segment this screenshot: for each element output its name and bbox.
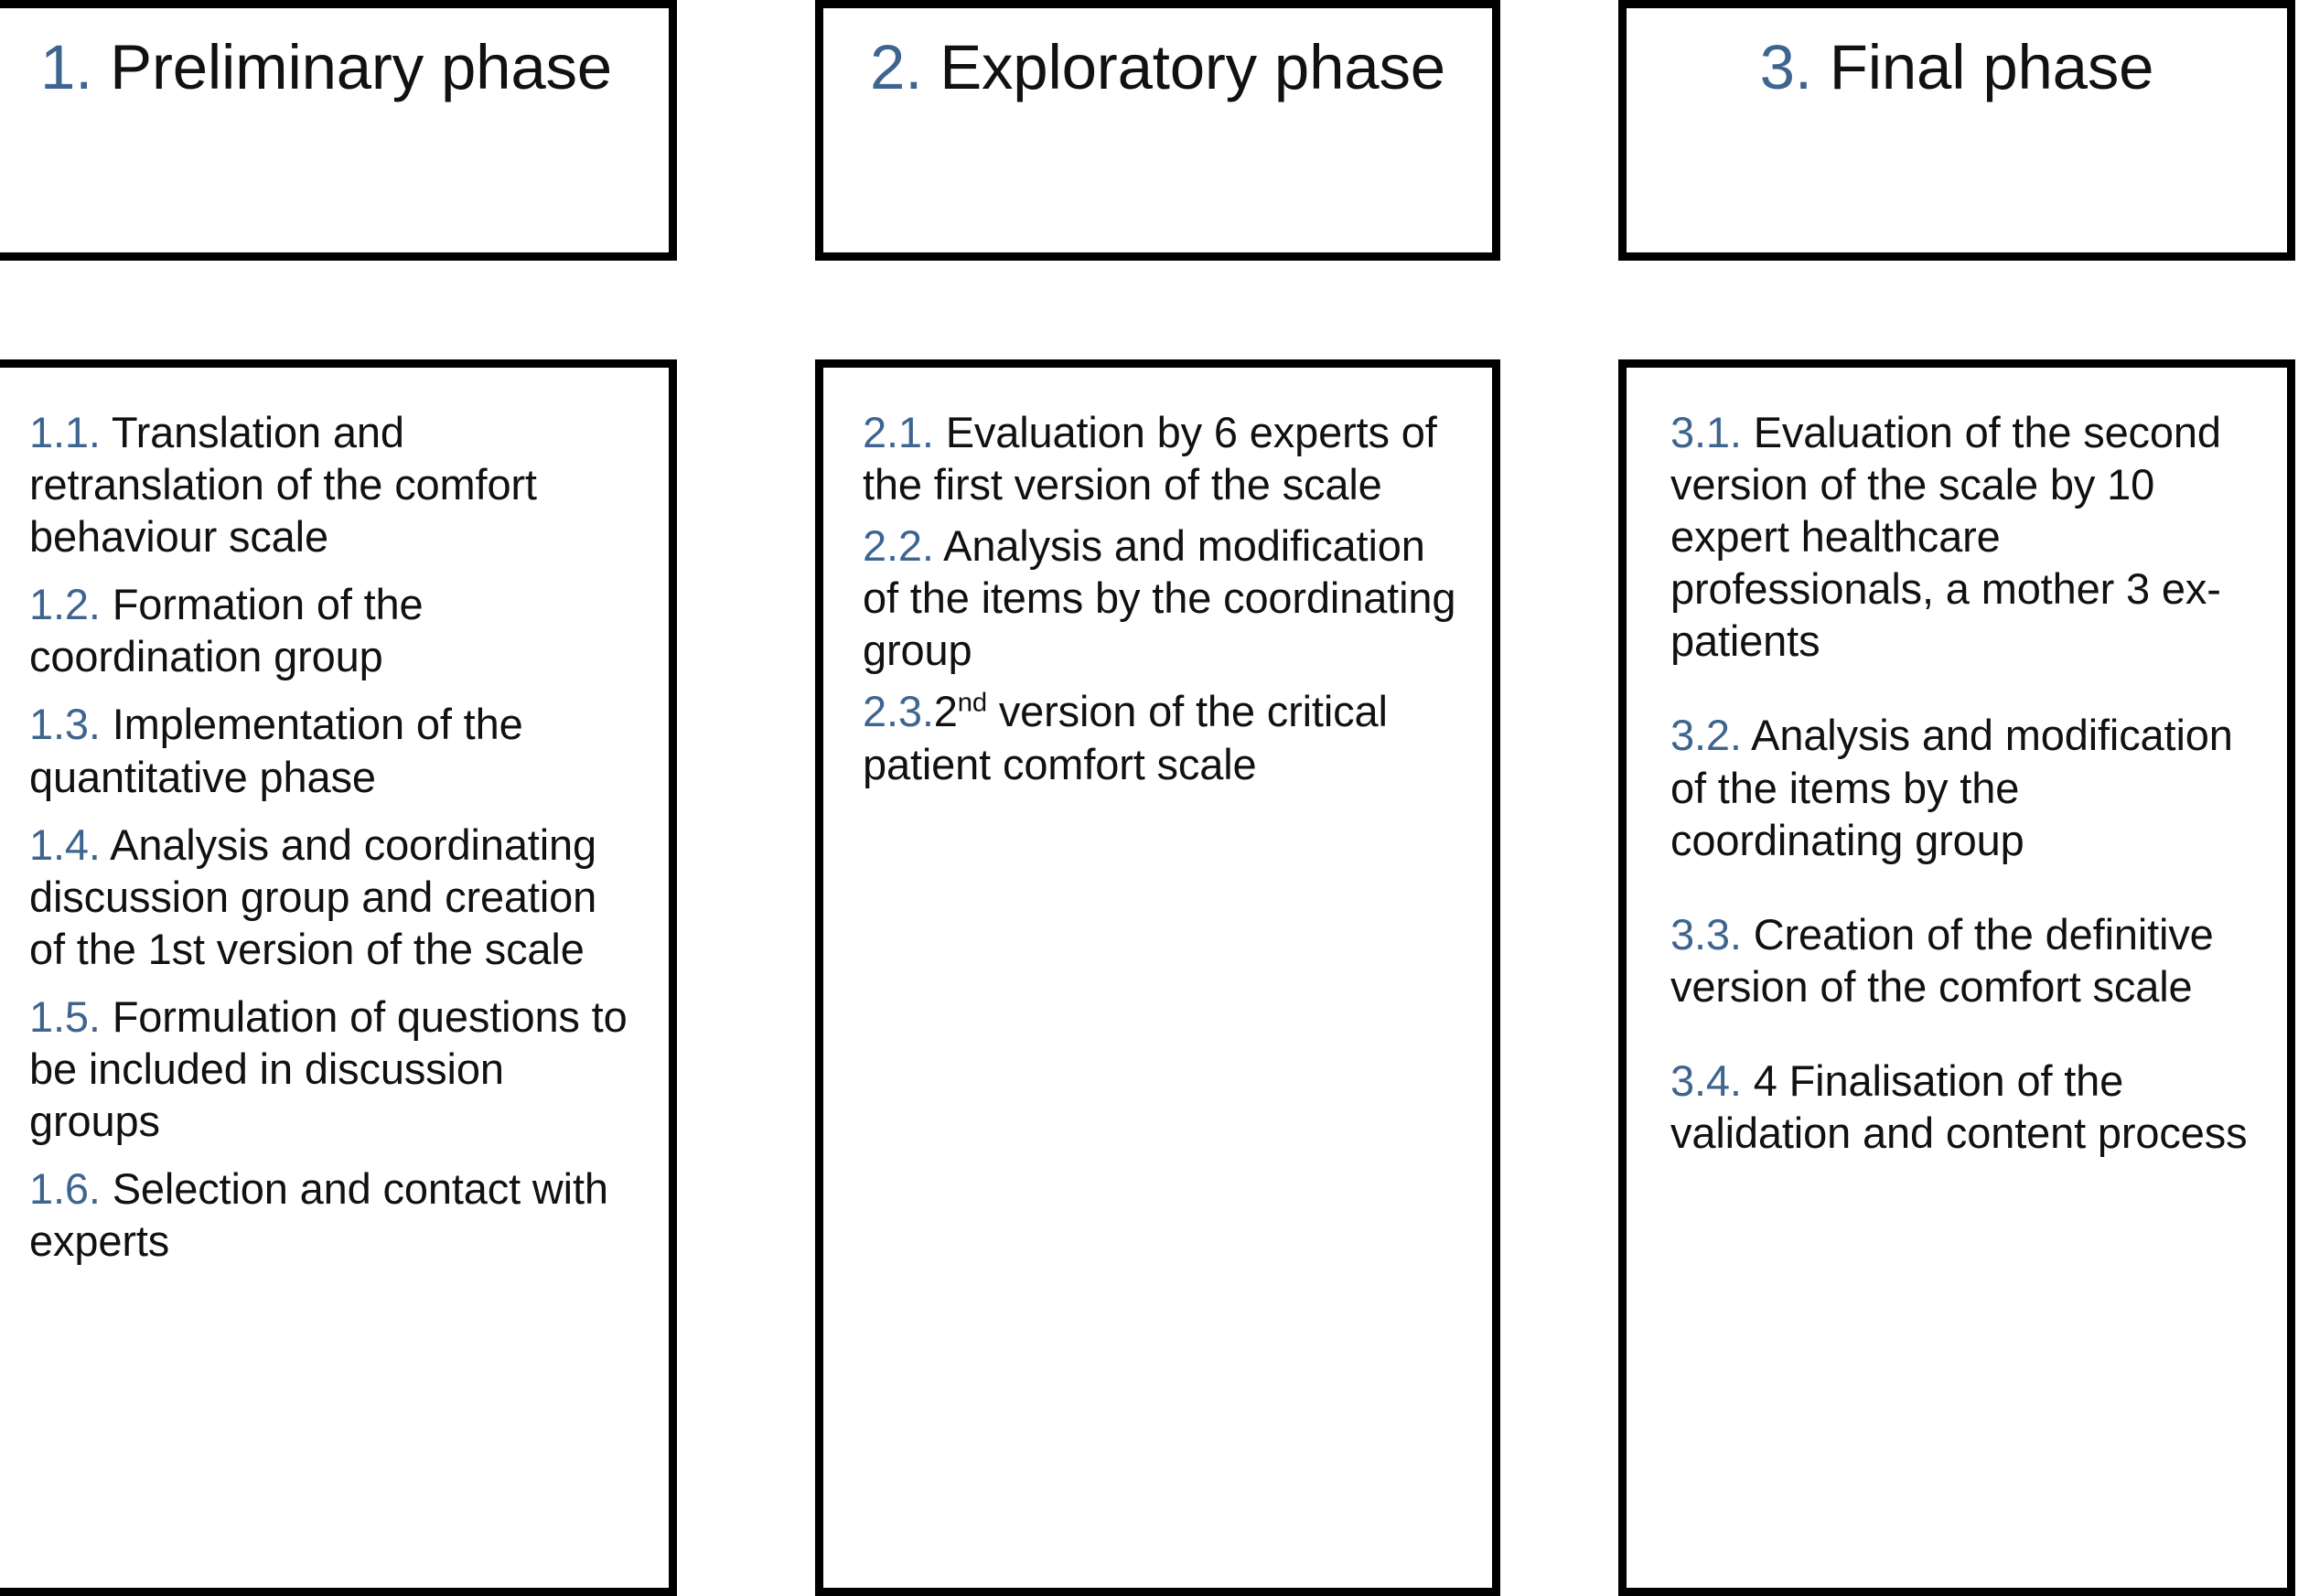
phase-header-box-2: 2. Exploratory phase [815,0,1500,261]
phase-item: 1.4. Analysis and coordinating discussio… [29,819,638,975]
phase-item: 3.4. 4 Finalisation of the validation an… [1670,1055,2256,1159]
phase-item-number: 2.1. [863,408,934,456]
phase-item-number: 1.6. [29,1164,101,1214]
phase-item: 1.1. Translation and retranslation of th… [29,406,638,562]
phase-header-title-2: 2. Exploratory phase [823,8,1492,104]
phase-item-text-pre: 2 [933,687,958,736]
phase-body-box-2: 2.1. Evaluation by 6 experts of the firs… [815,359,1500,1596]
phase-item-number: 1.2. [29,580,101,629]
phase-item: 2.1. Evaluation by 6 experts of the firs… [863,406,1461,510]
phase-item-text: Analysis and modification of the items b… [1670,711,2233,864]
phase-item-text: Analysis and modification of the items b… [863,521,1456,675]
phase-item-text: 4 Finalisation of the validation and con… [1670,1055,2248,1158]
phase-body-box-3: 3.1. Evaluation of the second version of… [1618,359,2295,1596]
phase-item-number: 3.2. [1670,711,1742,760]
phase-header-title-3: 3. Final phase [1627,8,2287,104]
phase-header-box-3: 3. Final phase [1618,0,2295,261]
phase-header-number-3: 3. [1759,32,1812,102]
phase-item-number: 3.3. [1670,909,1742,959]
phase-item: 1.3. Implementation of the quantitative … [29,698,638,802]
phase-item: 3.3. Creation of the definitive version … [1670,908,2256,1012]
phase-header-label-3: Final phase [1829,32,2154,102]
phase-item-number: 1.5. [29,991,101,1041]
phase-header-number-1: 1. [40,32,93,102]
phase-item-superscript: nd [957,688,987,718]
phase-item: 3.1. Evaluation of the second version of… [1670,406,2256,667]
phase-header-title-1: 1. Preliminary phase [0,8,669,104]
phase-item-number: 1.3. [29,700,101,749]
phase-item-text: Analysis and coordinating discussion gro… [29,819,597,973]
phase-item: 2.2. Analysis and modification of the it… [863,520,1461,676]
phase-header-label-2: Exploratory phase [940,32,1445,102]
phase-item-text: Evaluation of the second version of the … [1670,408,2221,666]
phase-item-text: Creation of the definitive version of th… [1670,909,2214,1011]
phase-item: 1.6. Selection and contact with experts [29,1162,638,1267]
phase-item-text: Translation and retranslation of the com… [29,408,537,562]
phase-item-number: 2.3. [863,687,934,736]
phase-header-box-1: 1. Preliminary phase [0,0,677,261]
phase-item-text-post: version of the critical patient comfort … [863,687,1388,788]
phase-item: 1.5. Formulation of questions to be incl… [29,991,638,1147]
phase-header-number-2: 2. [870,32,923,102]
phase-item-text: Selection and contact with experts [29,1164,608,1266]
phase-item-text: Implementation of the quantitative phase [29,700,523,801]
phase-item-number: 3.1. [1670,408,1742,456]
phase-item-number: 1.1. [29,408,101,456]
phase-item-text: Formation of the coordination group [29,580,424,681]
phase-body-box-1: 1.1. Translation and retranslation of th… [0,359,677,1596]
phase-item: 1.2. Formation of the coordination group [29,578,638,682]
phase-header-label-1: Preliminary phase [110,32,612,102]
phase-item-text: Formulation of questions to be included … [29,991,628,1146]
phase-item-number: 3.4. [1670,1055,1742,1105]
phase-item-number: 1.4. [29,819,101,869]
phase-item-number: 2.2. [863,521,934,571]
phase-item: 3.2. Analysis and modification of the it… [1670,709,2256,865]
phase-item-text: Evaluation by 6 experts of the first ver… [863,408,1437,509]
phase-item: 2.3.2nd version of the critical patient … [863,685,1461,789]
